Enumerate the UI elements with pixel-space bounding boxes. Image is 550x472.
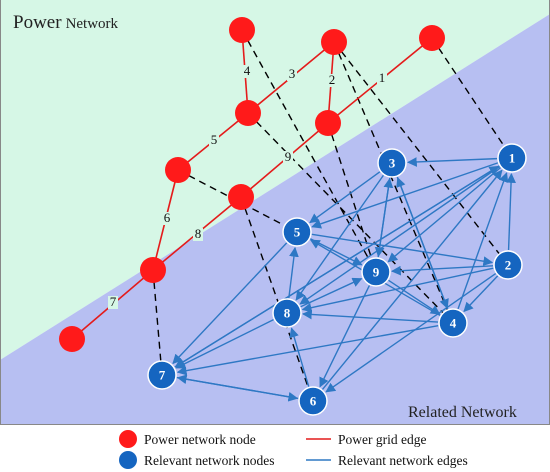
relevant-node-label: 4 (450, 316, 457, 331)
relevant-network-edge (311, 162, 499, 229)
power-edge-label: 2 (329, 72, 336, 87)
relevant-network-edge (407, 157, 498, 167)
relevant-network-edge (299, 165, 501, 305)
relevant-network-edge (175, 319, 274, 369)
relevant-node-label: 5 (294, 225, 301, 240)
mapping-edge (240, 196, 314, 402)
relevant-network-node (497, 143, 527, 173)
relevant-network-edge (301, 309, 439, 323)
relevant-network-edge (309, 171, 381, 224)
power-network-node (235, 100, 261, 126)
mapping-edge (333, 41, 454, 324)
power-edge-label: 7 (110, 294, 117, 309)
power-edge-label: 3 (289, 66, 296, 81)
power-edge-label-bg (283, 151, 293, 164)
relevant-network-edge (325, 273, 497, 393)
relevant-network-edge (176, 376, 299, 402)
mapping-edge (327, 122, 377, 273)
power-edge-label-bg (327, 74, 337, 87)
relevant-network-edge (390, 265, 494, 276)
relevant-network-node (361, 257, 391, 287)
relevant-network-edge (321, 169, 503, 390)
relevant-node-label: 7 (159, 368, 166, 383)
power-edge-label: 6 (164, 210, 171, 225)
relevant-network-edge (506, 173, 516, 251)
power-edge-label-bg (108, 296, 118, 309)
mapping-edge (247, 112, 454, 324)
relevant-network-edge (396, 176, 449, 309)
legend-relevant-edge-label: Relevant network edges (338, 453, 468, 468)
power-edge-label-bg (193, 228, 203, 241)
relevant-network-edge (310, 238, 363, 266)
relevant-network-edge (388, 279, 441, 315)
power-network-node (315, 110, 341, 136)
power-edge-label-bg (287, 68, 297, 81)
power-network-nodes (59, 17, 445, 352)
relevant-network-edge (288, 246, 299, 299)
power-edge-label-bg (162, 212, 172, 225)
relevant-network-edge (174, 165, 500, 368)
power-network-node (228, 184, 254, 210)
mapping-edge (152, 269, 163, 376)
legend-power-node-icon (119, 430, 137, 448)
power-edge-label: 8 (195, 226, 202, 241)
relevant-network-node (298, 386, 328, 416)
relevant-node-label: 1 (509, 151, 516, 166)
power-network-node (321, 29, 347, 55)
power-edge-label: 9 (285, 149, 292, 164)
legend-relevant-node-label: Relevant network nodes (144, 453, 274, 468)
power-edge-label: 5 (211, 132, 218, 147)
relevant-node-label: 9 (373, 265, 380, 280)
power-edge-label-bg (242, 65, 252, 78)
relevant-network-edge (300, 277, 363, 308)
relevant-network-edge (295, 174, 384, 301)
mapping-edge (431, 37, 513, 159)
power-network-node (419, 25, 445, 51)
power-edge-label-bg (377, 72, 387, 85)
relevant-network-node (438, 308, 468, 338)
related-network-title: Related Network (408, 404, 517, 421)
relevant-network-node (147, 360, 177, 390)
relevant-network-edge (176, 324, 439, 376)
relevant-node-label: 2 (505, 258, 512, 273)
legend: Power network node Relevant network node… (119, 430, 468, 469)
relevant-network-edge (311, 233, 494, 267)
relevant-network-edge (457, 172, 509, 310)
mapping-edge (177, 169, 298, 233)
relevant-network-edges (172, 157, 516, 402)
relevant-network-edge (289, 327, 310, 387)
power-network-title: Power Network (13, 12, 119, 33)
relevant-network-edge (301, 267, 494, 313)
relevant-network-node (377, 148, 407, 178)
legend-power-node-label: Power network node (144, 432, 256, 447)
relevant-node-label: 6 (310, 394, 317, 409)
mapping-edges (152, 29, 513, 402)
power-edge-label: 1 (379, 70, 386, 85)
related-network-region (0, 14, 550, 425)
power-network-region (0, 0, 550, 360)
relevant-network-node (272, 298, 302, 328)
relevant-network-edge (387, 167, 501, 263)
power-edge-labels: 4 3 2 1 5 6 9 8 7 (108, 63, 387, 309)
relevant-network-node (493, 250, 523, 280)
mapping-edge (241, 29, 377, 273)
power-network-node (229, 17, 255, 43)
power-edge-label: 4 (244, 63, 251, 78)
legend-relevant-node-icon (119, 451, 137, 469)
relevant-network-edge (463, 275, 499, 313)
relevant-network-edge (172, 242, 288, 365)
relevant-node-label: 8 (284, 306, 291, 321)
relevant-network-node (282, 217, 312, 247)
relevant-network-edge (377, 177, 394, 258)
power-network-node (59, 326, 85, 352)
relevant-network-edge (319, 285, 371, 388)
power-network-node (140, 257, 166, 283)
relevant-node-label: 3 (389, 156, 396, 171)
legend-power-edge-label: Power grid edge (338, 432, 426, 447)
power-edge-label-bg (209, 134, 219, 147)
relevant-network-nodes: 1 2 3 4 5 6 7 8 9 (147, 143, 527, 416)
power-network-node (165, 157, 191, 183)
